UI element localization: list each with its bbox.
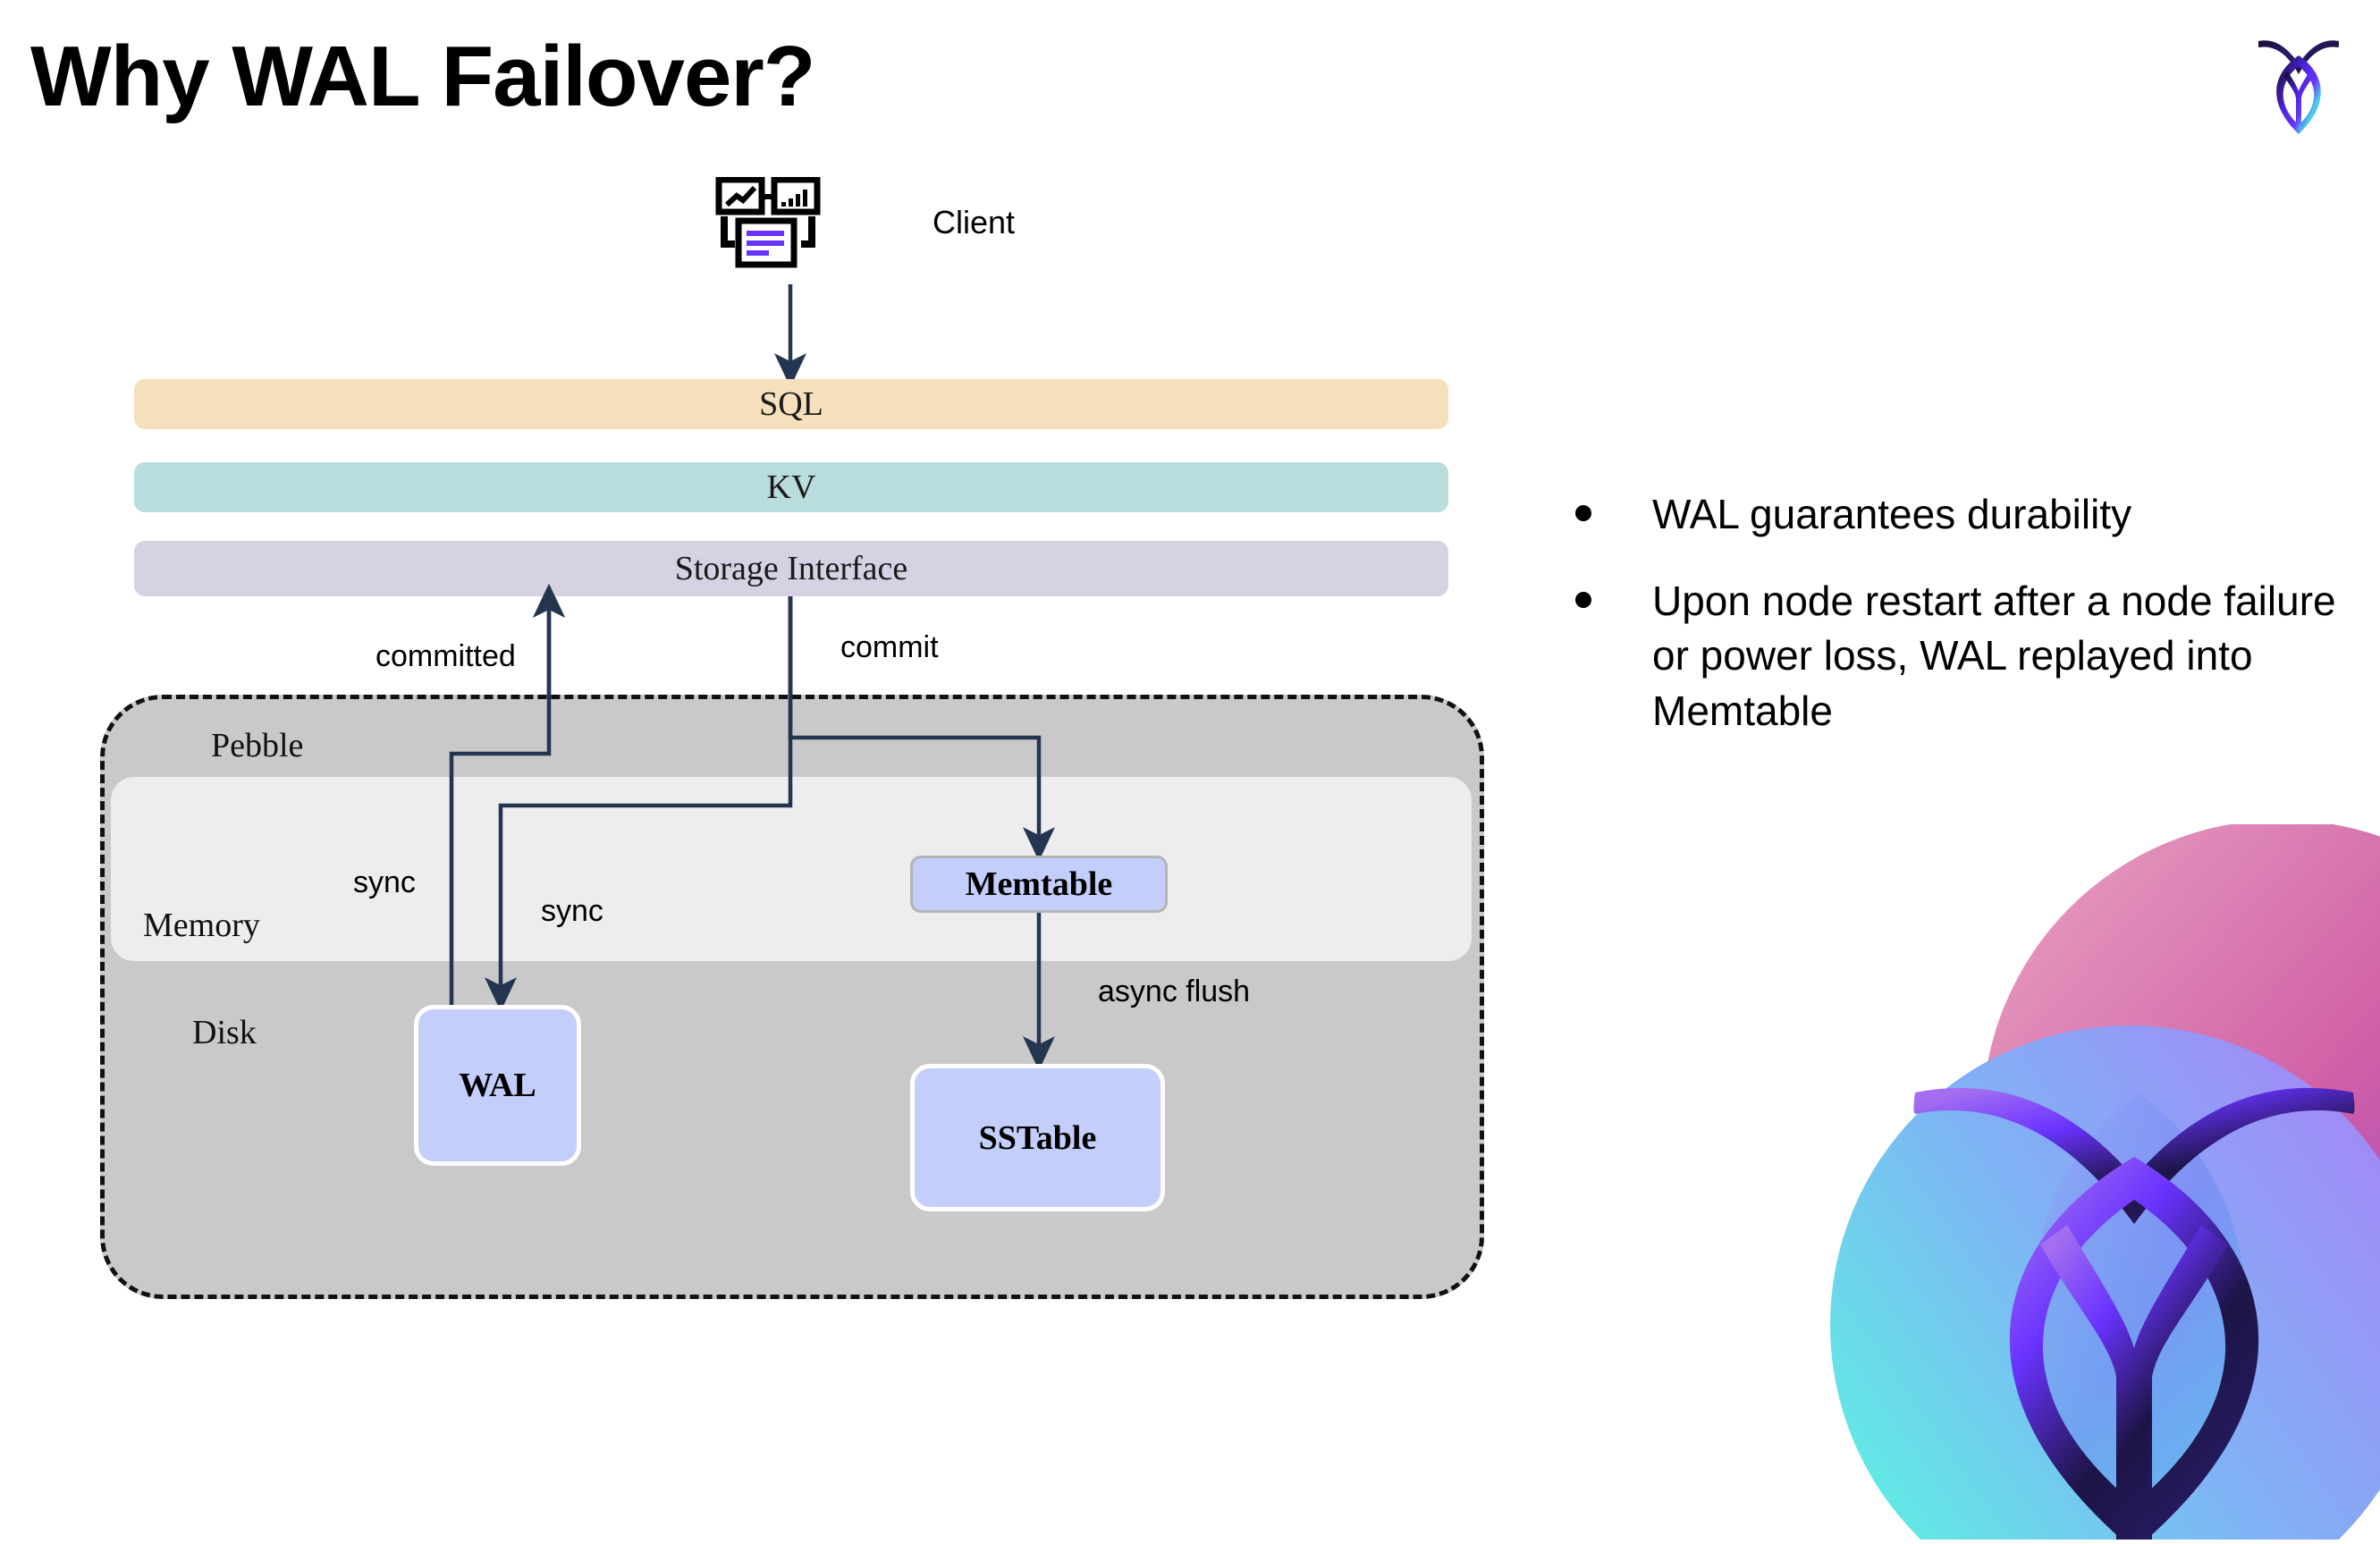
- node-memtable[interactable]: Memtable: [910, 856, 1168, 913]
- client-label: Client: [933, 204, 1016, 240]
- client-icon: [715, 176, 858, 284]
- layer-bar-storage-interface-label: Storage Interface: [674, 550, 908, 587]
- memory-label: Memory: [143, 907, 260, 944]
- disk-label: Disk: [192, 1014, 257, 1051]
- edge-label-commit: commit: [840, 630, 939, 664]
- layer-bar-kv-label: KV: [766, 468, 816, 506]
- edge-label-sync-2: sync: [541, 894, 603, 928]
- memory-region: [111, 777, 1472, 961]
- bullet-text: Upon node restart after a node failure o…: [1652, 578, 2336, 734]
- node-wal[interactable]: WAL: [414, 1005, 581, 1166]
- node-wal-label: WAL: [459, 1067, 536, 1104]
- node-sstable[interactable]: SSTable: [910, 1064, 1165, 1211]
- page-title: Why WAL Failover?: [30, 29, 815, 124]
- bullet-text: WAL guarantees durability: [1652, 491, 2132, 537]
- cockroachdb-logo-icon: [2249, 25, 2348, 139]
- node-sstable-label: SSTable: [978, 1118, 1097, 1157]
- architecture-diagram: Client SQL KV Storage Interface Pebble M…: [100, 176, 1484, 1299]
- bullet-dot-icon: [1575, 505, 1591, 521]
- edge-label-committed: committed: [376, 639, 516, 673]
- layer-bar-sql[interactable]: SQL: [134, 379, 1448, 429]
- list-item: WAL guarantees durability: [1575, 487, 2344, 542]
- bullet-dot-icon: [1575, 592, 1591, 609]
- edge-label-sync-1: sync: [353, 865, 416, 899]
- list-item: Upon node restart after a node failure o…: [1575, 574, 2344, 738]
- node-memtable-label: Memtable: [965, 865, 1113, 903]
- layer-bar-storage-interface[interactable]: Storage Interface: [134, 541, 1448, 596]
- pebble-label: Pebble: [211, 727, 304, 764]
- edge-label-async-flush: async flush: [1098, 974, 1251, 1008]
- layer-bar-kv[interactable]: KV: [134, 462, 1448, 512]
- layer-bar-sql-label: SQL: [759, 385, 823, 423]
- decorative-logo-watermark: [1781, 824, 2380, 1540]
- bullet-list: WAL guarantees durability Upon node rest…: [1575, 487, 2344, 771]
